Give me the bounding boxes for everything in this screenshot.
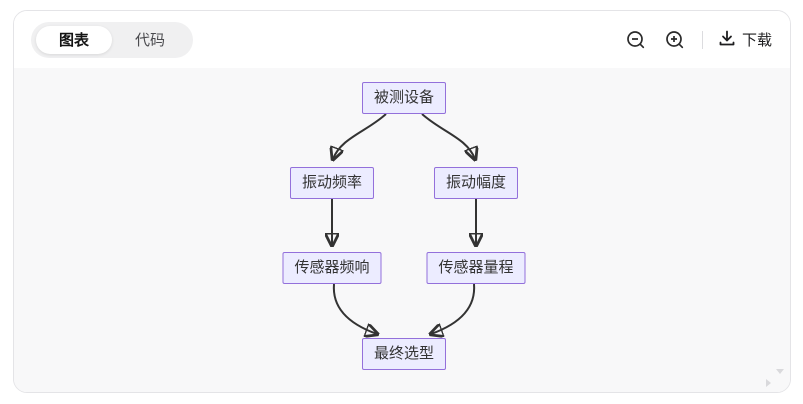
toolbar-divider [701, 30, 703, 49]
download-icon [718, 29, 736, 51]
zoom-in-button[interactable] [663, 28, 687, 52]
viewer-header: 图表 代码 [14, 11, 790, 68]
flowchart-node-sensor-range: 传感器量程 [426, 252, 526, 284]
flowchart-edges [14, 113, 790, 393]
flowchart-node-final-selection: 最终选型 [361, 338, 447, 370]
zoom-out-button[interactable] [624, 28, 648, 52]
download-label: 下载 [741, 32, 772, 49]
magnifier-plus-icon [665, 30, 685, 50]
tab-chart[interactable]: 图表 [36, 25, 113, 54]
resize-corner-hint-icon [766, 369, 784, 387]
flowchart-node-device-under-test: 被测设备 [361, 82, 447, 114]
viewer-toolbar: 下载 [624, 28, 772, 52]
flowchart-node-vibration-amplitude: 振动幅度 [433, 167, 519, 199]
diagram-viewer-card: 图表 代码 [13, 10, 791, 393]
download-button[interactable]: 下载 [718, 29, 772, 51]
tab-code[interactable]: 代码 [135, 32, 166, 49]
flowchart-node-sensor-frequency-response: 传感器频响 [282, 252, 382, 284]
flowchart-node-vibration-frequency: 振动频率 [289, 167, 375, 199]
diagram-canvas[interactable]: 被测设备 振动频率 振动幅度 传感器频响 传感器量程 最终选型 [14, 68, 790, 393]
magnifier-minus-icon [626, 30, 646, 50]
view-tab-group: 图表 代码 [31, 21, 194, 58]
